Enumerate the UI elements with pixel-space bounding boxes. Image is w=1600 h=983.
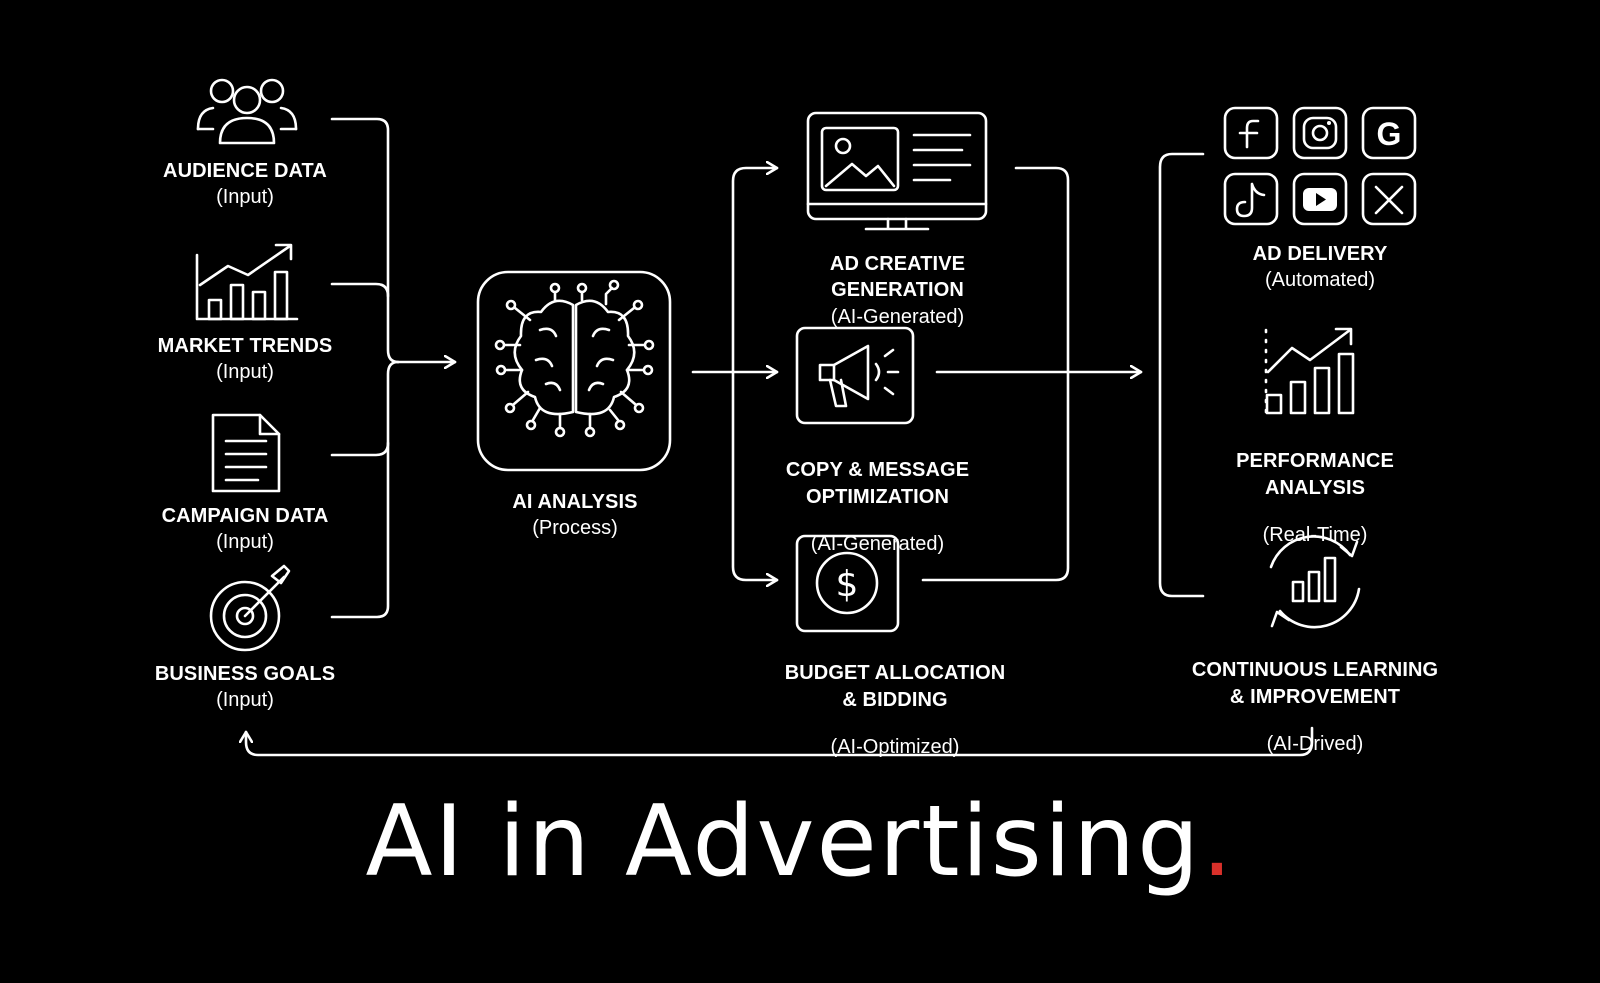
ai-analysis-label: AI ANALYSIS (Process) <box>512 491 638 540</box>
refresh-chart-icon <box>1269 535 1361 629</box>
title-dot: . <box>1201 785 1235 899</box>
ad-creative-label: AD CREATIVE GENERATION (AI-Generated) <box>829 253 966 328</box>
performance-chart-icon <box>1264 327 1355 415</box>
target-icon <box>209 564 291 652</box>
business-goals-label: BUSINESS GOALS (Input) <box>154 663 336 712</box>
title-text: AI in Advertising <box>365 785 1202 899</box>
connector-lines <box>246 117 1314 757</box>
page-title: AI in Advertising. <box>0 793 1600 891</box>
trend-chart-icon <box>195 243 299 321</box>
instagram-icon <box>1292 106 1348 160</box>
market-trends-label: MARKET TRENDS (Input) <box>157 335 333 384</box>
brain-circuit-icon <box>476 270 672 472</box>
branch-to-budget <box>731 370 779 580</box>
performance-analysis-label: PERFORMANCE ANALYSIS (Real-Time) <box>1236 450 1394 546</box>
ad-delivery-label: AD DELIVERY (Automated) <box>1252 243 1388 292</box>
audience-data-label: AUDIENCE DATA (Input) <box>163 160 327 209</box>
feedback-loop <box>246 726 1314 757</box>
dollar-sign-glyph: $ <box>836 564 859 605</box>
branch-to-creative <box>731 168 779 374</box>
budget-allocation-label: BUDGET ALLOCATION & BIDDING (AI-Optimize… <box>784 662 1006 758</box>
connector-goals <box>330 360 400 619</box>
facebook-icon <box>1223 106 1279 160</box>
campaign-data-label: CAMPAIGN DATA (Input) <box>161 505 329 554</box>
dollar-coin-icon <box>795 534 900 633</box>
tiktok-icon <box>1223 172 1279 226</box>
copy-optimization-label: COPY & MESSAGE OPTIMIZATION (AI-Generate… <box>785 459 970 555</box>
google-icon <box>1361 106 1417 160</box>
connector-creative-out <box>921 166 1070 582</box>
youtube-icon <box>1292 172 1348 226</box>
connector-audience <box>330 117 400 364</box>
document-icon <box>211 413 281 493</box>
social-platforms-icon <box>1223 106 1417 226</box>
connector-campaign <box>330 441 390 457</box>
output-bracket <box>1158 152 1205 598</box>
people-icon <box>196 78 298 145</box>
connector-market <box>330 282 390 298</box>
x-icon <box>1361 172 1417 226</box>
monitor-image-icon <box>806 111 988 231</box>
megaphone-icon <box>795 326 915 425</box>
continuous-learning-label: CONTINUOUS LEARNING & IMPROVEMENT (AI-Dr… <box>1191 659 1439 755</box>
google-glyph: G <box>1377 116 1402 152</box>
